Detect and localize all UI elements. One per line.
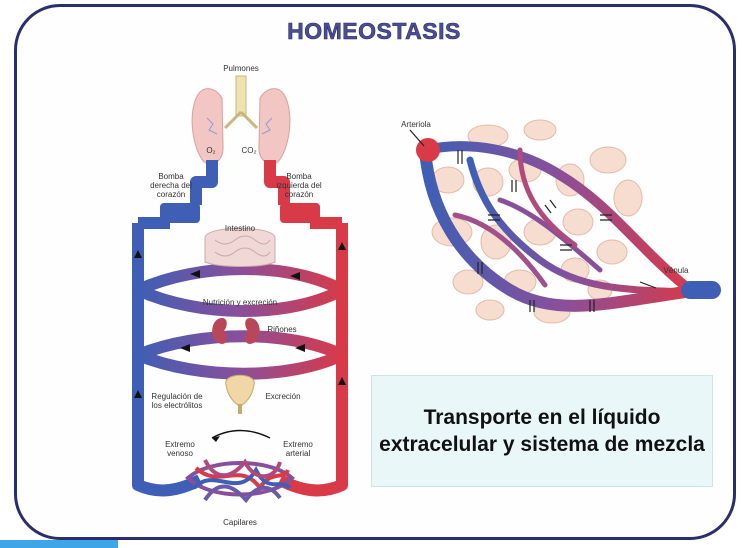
intestine: [205, 228, 275, 266]
label-nutricion: Nutrición y excreción: [186, 298, 294, 307]
label-pulmones: Pulmones: [216, 64, 266, 73]
accent-bar: [0, 540, 118, 548]
label-extremo-venoso: Extremo venoso: [160, 440, 200, 458]
label-regulacion: Regulación de los electrólitos: [150, 392, 204, 410]
label-rinones: Riñones: [262, 325, 302, 334]
label-bomba-izquierda: Bomba izquierda del corazón: [274, 172, 324, 199]
capillary-network: [188, 460, 292, 500]
label-arteriola: Arteriola: [396, 120, 436, 129]
label-capilares: Capilares: [216, 518, 264, 527]
caption-text: Transporte en el líquido extracelular y …: [372, 404, 712, 458]
label-extremo-arterial: Extremo arterial: [276, 440, 320, 458]
label-o2: O₂: [201, 146, 221, 155]
label-venula: Vénula: [656, 266, 696, 275]
label-co2: CO₂: [238, 146, 260, 155]
label-intestino: Intestino: [218, 224, 262, 233]
label-bomba-derecha: Bomba derecha del corazón: [148, 172, 194, 199]
bladder: [226, 375, 255, 414]
caption-box: Transporte en el líquido extracelular y …: [371, 375, 713, 487]
label-excrecion: Excreción: [258, 392, 308, 401]
